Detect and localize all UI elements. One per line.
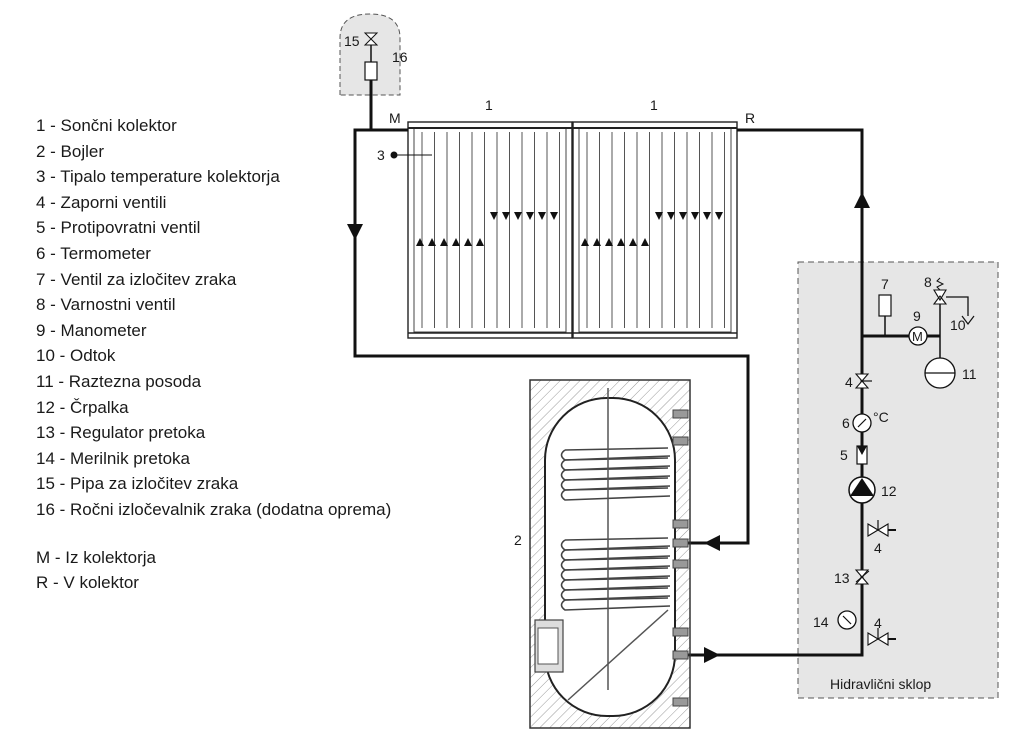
pipes <box>353 80 940 657</box>
legend-item: 9 - Manometer <box>36 320 147 340</box>
legend-item: 3 - Tipalo temperature kolektorja <box>36 167 280 187</box>
legend-item: 15 - Pipa za izločitev zraka <box>36 474 239 494</box>
legend-item: 14 - Merilnik pretoka <box>36 448 191 468</box>
circulation-pump: 12 <box>848 476 897 504</box>
label-11: 11 <box>962 366 977 382</box>
solar-collector-right <box>572 121 738 339</box>
drain: 10 <box>950 315 975 333</box>
label-14: 14 <box>813 614 829 630</box>
boiler-tank: 2 <box>514 379 691 729</box>
shutoff-valve-bottom: 4 <box>867 615 896 646</box>
label-10: 10 <box>950 317 966 333</box>
legend-item: 4 - Zaporni ventili <box>36 192 167 212</box>
check-valve: 5 <box>840 445 868 465</box>
collector-flow-arrows <box>416 212 723 246</box>
label-collector-1: 1 <box>650 97 658 113</box>
label-5: 5 <box>840 447 848 463</box>
legend-item: 6 - Termometer <box>36 243 151 263</box>
legend-item: 16 - Ročni izločevalnik zraka (dodatna o… <box>36 499 392 519</box>
label-r: R <box>745 110 755 126</box>
label-3: 3 <box>377 147 385 163</box>
legend-item: 10 - Odtok <box>36 346 116 366</box>
thermometer-unit: °C <box>873 409 889 425</box>
solar-collector-left <box>407 121 573 339</box>
label-2: 2 <box>514 532 522 548</box>
flow-meter: 14 <box>813 610 857 630</box>
legend-item: 12 - Črpalka <box>36 397 129 417</box>
flow-legend-item: M - Iz kolektorja <box>36 547 156 567</box>
label-collector-1: 1 <box>485 97 493 113</box>
label-6: 6 <box>842 415 850 431</box>
label-8: 8 <box>924 274 932 290</box>
label-4: 4 <box>874 540 882 556</box>
label-7: 7 <box>881 276 889 292</box>
shutoff-valve-mid: 4 <box>867 520 896 556</box>
label-15: 15 <box>344 33 360 49</box>
pipe-flow-arrows <box>347 192 870 663</box>
legend: 1 - Sončni kolektor 2 - Bojler 3 - Tipal… <box>36 113 391 596</box>
legend-item: 8 - Varnostni ventil <box>36 295 176 315</box>
legend-item: 2 - Bojler <box>36 141 105 161</box>
manual-air-vent: 15 16 <box>339 13 408 96</box>
legend-item: 11 - Raztezna posoda <box>36 371 202 391</box>
label-4: 4 <box>845 374 853 390</box>
expansion-vessel: 11 <box>924 336 977 389</box>
label-4: 4 <box>874 615 882 631</box>
legend-item: 5 - Protipovratni ventil <box>36 218 201 238</box>
air-release-valve: 7 <box>878 276 892 336</box>
hydraulic-group-label: Hidravlični sklop <box>830 676 931 692</box>
label-13: 13 <box>834 570 850 586</box>
hydraulic-group: Hidravlični sklop <box>797 261 999 699</box>
pressure-gauge: M 9 <box>908 308 928 346</box>
legend-item: 13 - Regulator pretoka <box>36 423 206 443</box>
label-16: 16 <box>392 49 408 65</box>
gauge-symbol: M <box>912 329 923 344</box>
label-m: M <box>389 110 401 126</box>
flow-regulator: 13 <box>834 569 870 586</box>
collector-temperature-sensor: 3 <box>377 147 432 163</box>
flow-legend-item: R - V kolektor <box>36 573 139 593</box>
thermometer: 6 °C <box>842 409 889 433</box>
label-9: 9 <box>913 308 921 324</box>
shutoff-valve-top: 4 <box>845 373 872 390</box>
label-12: 12 <box>881 483 897 499</box>
legend-item: 1 - Sončni kolektor <box>36 116 177 135</box>
legend-item: 7 - Ventil za izločitev zraka <box>36 269 237 289</box>
safety-valve: 8 <box>924 274 969 336</box>
